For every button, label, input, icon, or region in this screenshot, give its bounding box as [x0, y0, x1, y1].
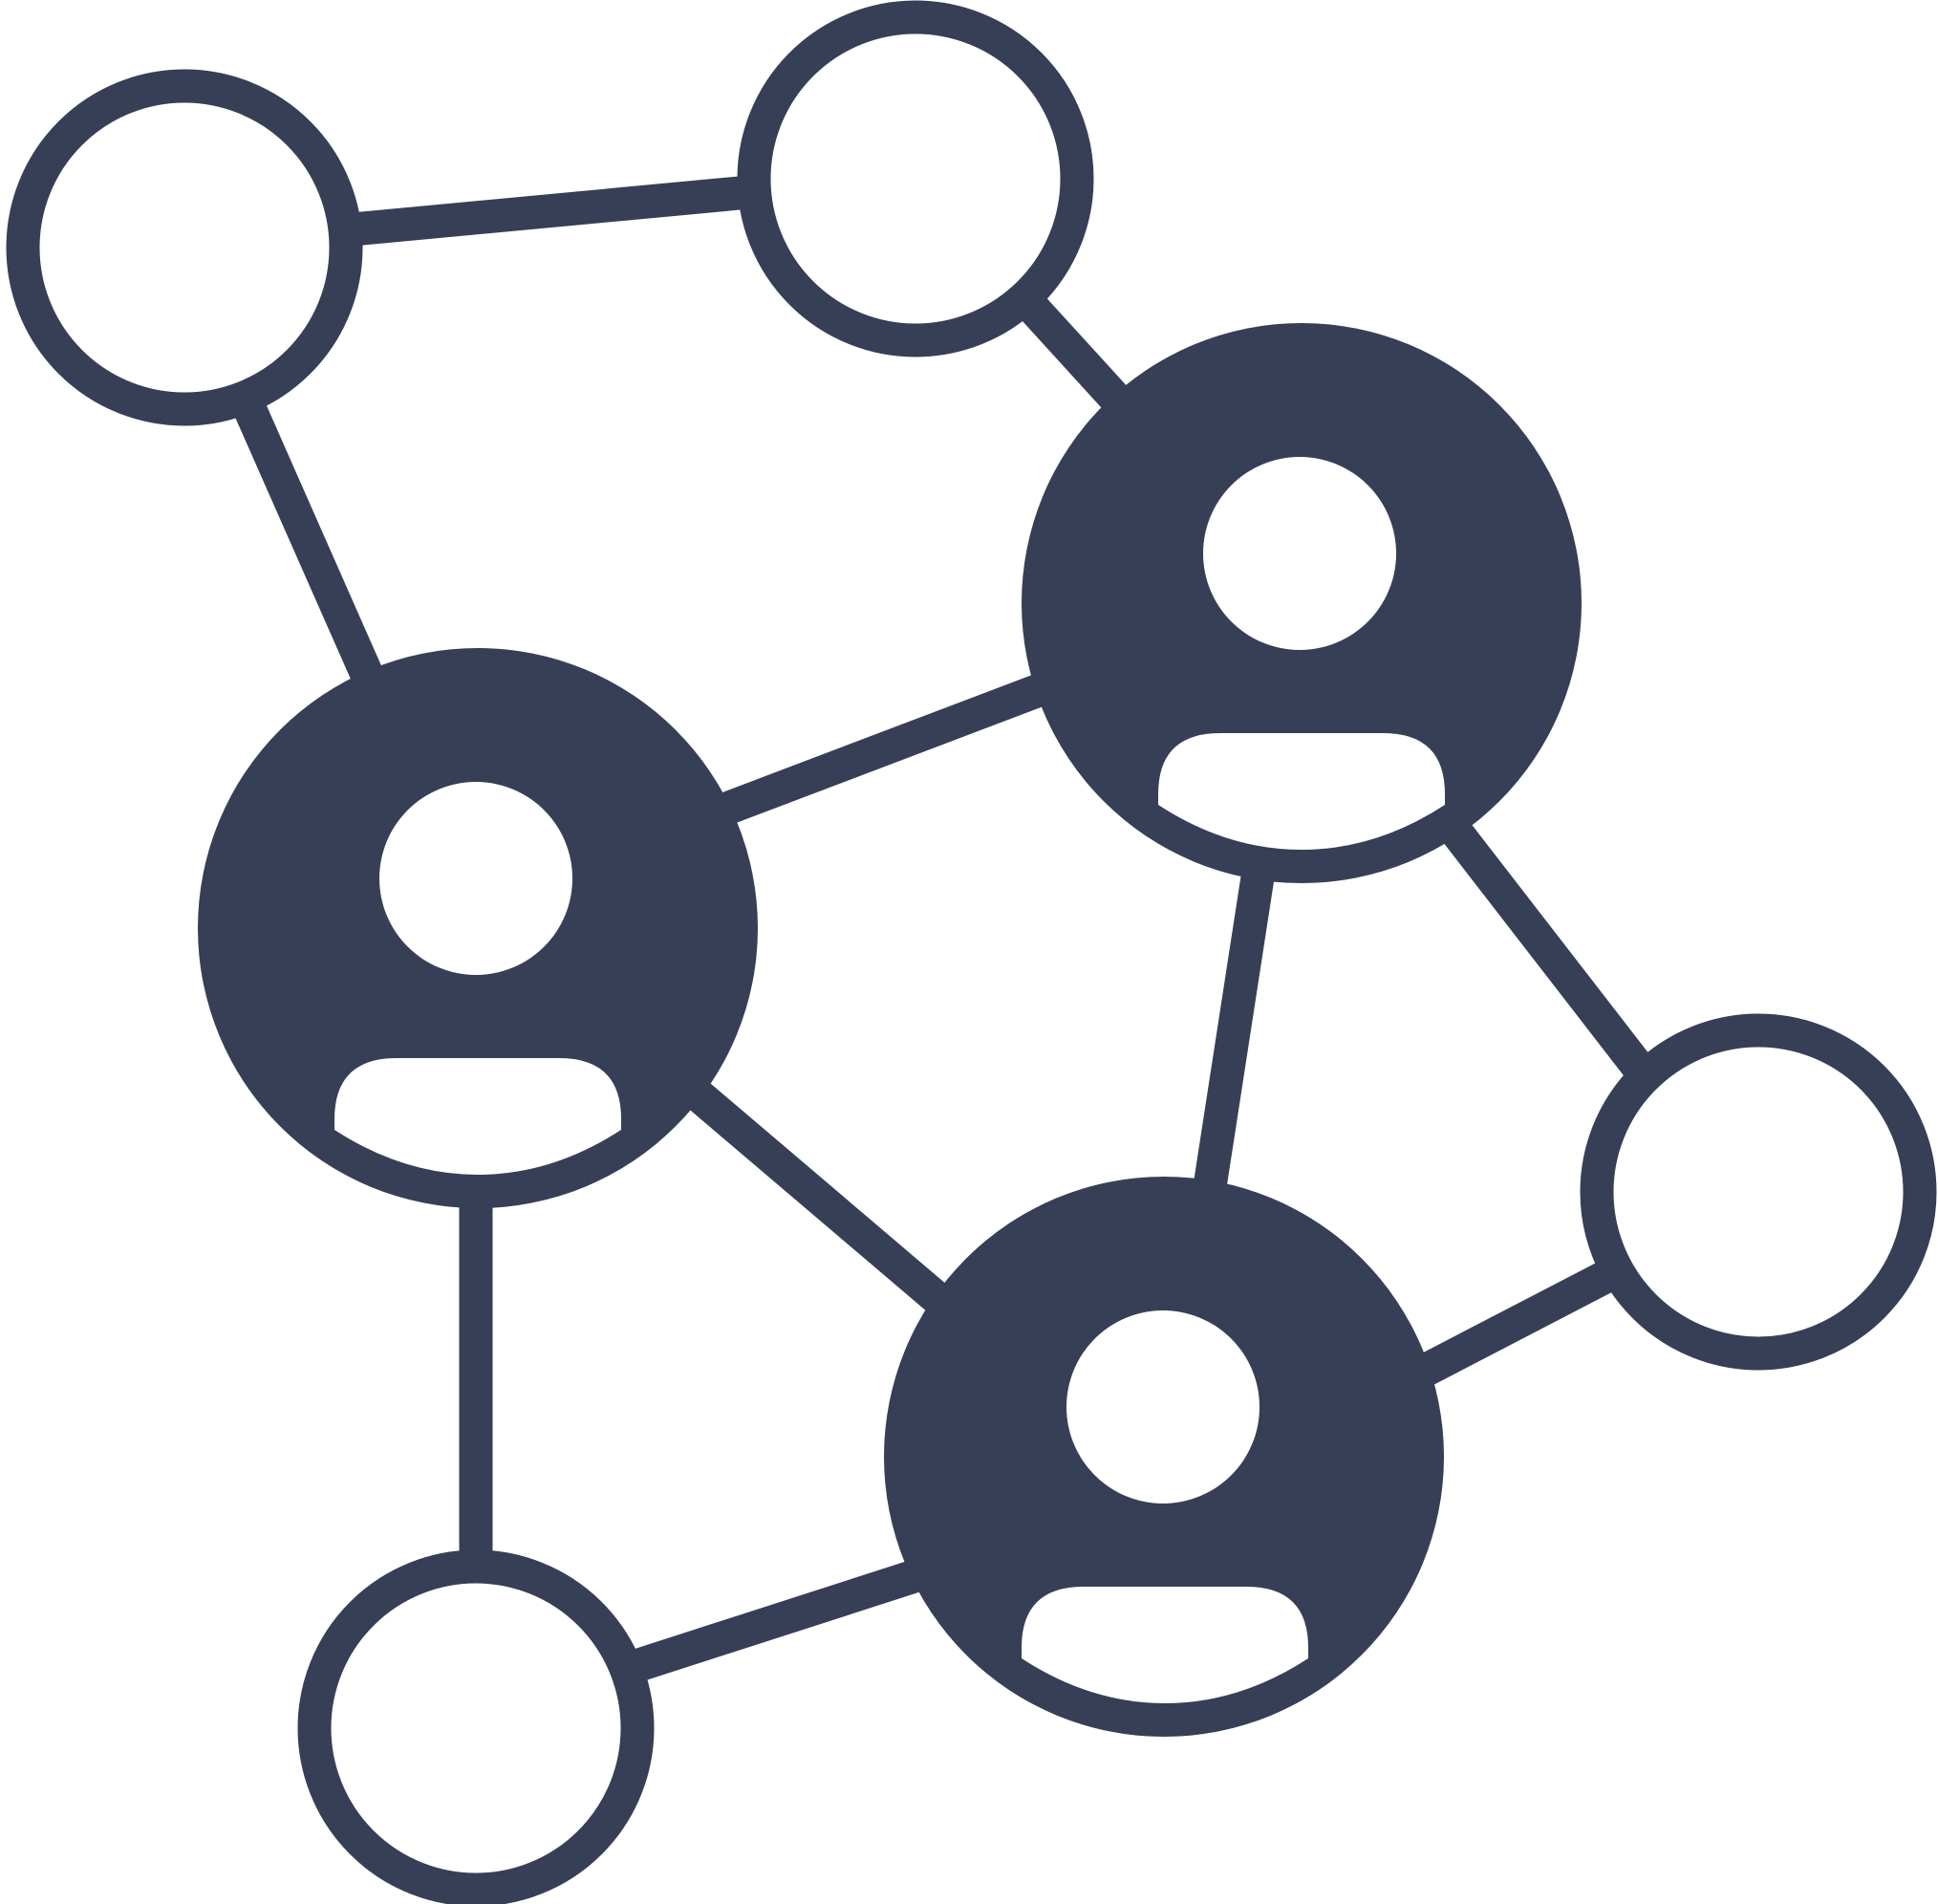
edge-top-left-to-top-center — [340, 174, 762, 248]
user-body-icon — [334, 1058, 621, 1175]
user-head-icon — [379, 782, 572, 975]
empty-nodes — [6, 0, 1937, 1904]
node-right — [1580, 1013, 1937, 1371]
edge-left-user-to-bottom-user — [648, 1049, 991, 1348]
edge-upper-right-user-to-bottom-user — [1192, 862, 1277, 1196]
edges — [233, 174, 1700, 1687]
edge-top-left-to-left-user — [233, 400, 398, 717]
user-head-icon — [1066, 1310, 1260, 1504]
user-node-left — [198, 648, 758, 1208]
edge-left-user-to-upper-right-user — [702, 655, 1096, 832]
user-body-icon — [1022, 1587, 1308, 1703]
node-bottom-left — [297, 1549, 655, 1904]
user-node-upper-right — [1022, 323, 1582, 883]
user-body-icon — [1158, 733, 1445, 850]
edge-bottom-left-to-bottom-user — [615, 1559, 923, 1687]
user-head-icon — [1203, 457, 1396, 650]
user-node-bottom — [884, 1177, 1444, 1737]
node-top-left — [6, 69, 363, 426]
node-top-center — [737, 0, 1094, 357]
edge-bottom-user-to-right — [1387, 1255, 1626, 1401]
